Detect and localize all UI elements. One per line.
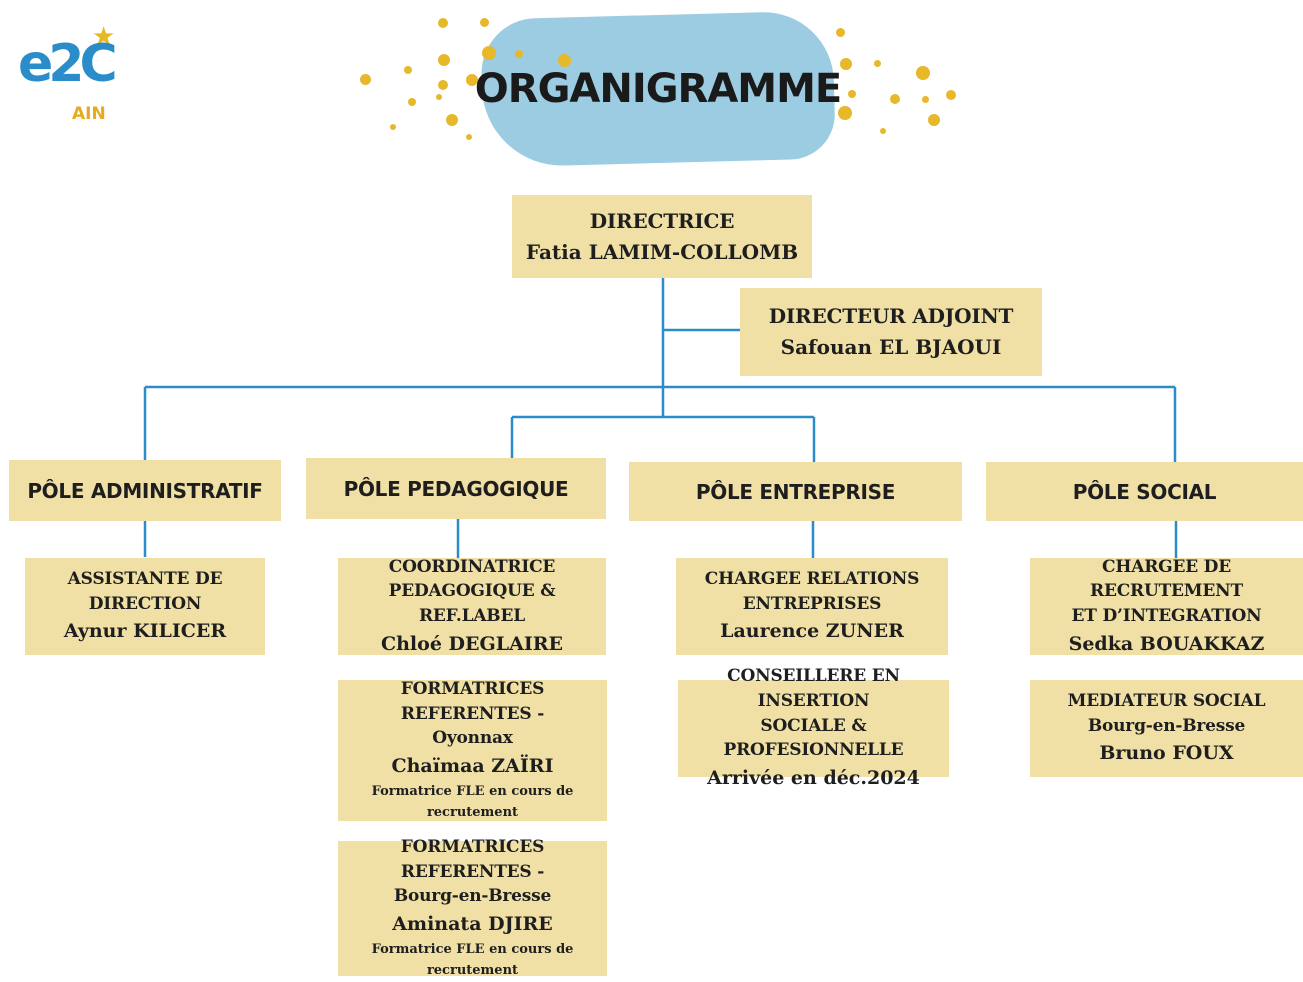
member-role: COORDINATRICE: [388, 556, 556, 577]
member-role: ENTREPRISES: [742, 593, 882, 614]
member-name: Chaïmaa ZAÏRI: [391, 754, 554, 777]
member-role: Bourg-en-Bresse: [1087, 715, 1246, 736]
member-card: CHARGEE RELATIONS ENTREPRISES Laurence Z…: [676, 558, 948, 655]
member-card: FORMATRICES REFERENTES - Oyonnax Chaïmaa…: [338, 678, 607, 821]
member-role: FORMATRICES REFERENTES -: [400, 836, 545, 882]
member-role: ASSISTANTE DE: [67, 569, 223, 590]
member-card: ASSISTANTE DE DIRECTION Aynur KILICER: [25, 558, 265, 655]
star-icon: ★: [92, 22, 116, 52]
page-title: ORGANIGRAMME: [474, 66, 842, 112]
member-role: CHARGEE RELATIONS: [704, 569, 920, 590]
member-name: Sedka BOUAKKAZ: [1068, 632, 1265, 655]
member-name: Bruno FOUX: [1099, 742, 1234, 765]
director-box: DIRECTRICE Fatia LAMIM-COLLOMB: [512, 195, 812, 278]
pole-administratif: PÔLE ADMINISTRATIF: [9, 460, 281, 521]
deputy-director-box: DIRECTEUR ADJOINT Safouan EL BJAOUI: [740, 288, 1042, 376]
member-role: MEDIATEUR SOCIAL: [1067, 691, 1266, 712]
director-name: Fatia LAMIM-COLLOMB: [525, 239, 799, 264]
member-name: Arrivée en déc.2024: [707, 767, 920, 790]
deputy-director-name: Safouan EL BJAOUI: [780, 335, 1002, 359]
member-name: Chloé DEGLAIRE: [381, 632, 563, 655]
deputy-director-role: DIRECTEUR ADJOINT: [768, 304, 1014, 328]
logo-region: AIN: [72, 104, 106, 124]
member-card: CHARGEE DE RECRUTEMENT ET D’INTEGRATION …: [1030, 556, 1303, 655]
member-card: CONSEILLERE EN INSERTION SOCIALE & PROFE…: [678, 666, 949, 789]
member-card: FORMATRICES REFERENTES - Bourg-en-Bresse…: [338, 837, 607, 978]
member-role: CONSEILLERE EN INSERTION: [727, 666, 900, 712]
pole-entreprise: PÔLE ENTREPRISE: [629, 462, 962, 521]
title-banner: ORGANIGRAMME: [360, 10, 960, 168]
member-note: recrutement: [426, 805, 519, 821]
member-note: Formatrice FLE en cours de: [371, 784, 574, 800]
member-role: DIRECTION: [88, 593, 202, 614]
director-role: DIRECTRICE: [589, 208, 735, 233]
member-role: PEDAGOGIQUE & REF.LABEL: [388, 581, 556, 627]
member-role: SOCIALE & PROFESIONNELLE: [723, 715, 904, 761]
member-card: MEDIATEUR SOCIAL Bourg-en-Bresse Bruno F…: [1030, 680, 1303, 777]
member-role: CHARGEE DE RECRUTEMENT: [1090, 556, 1243, 602]
member-card: COORDINATRICE PEDAGOGIQUE & REF.LABEL Ch…: [338, 556, 606, 655]
logo-brand: e2C: [18, 34, 118, 94]
member-name: Aminata DJIRE: [392, 912, 553, 935]
member-note: recrutement: [426, 963, 519, 979]
e2c-ain-logo: ★ e2C AIN: [14, 22, 124, 132]
member-role: FORMATRICES REFERENTES -: [400, 678, 545, 724]
member-name: Aynur KILICER: [63, 620, 227, 643]
member-name: Laurence ZUNER: [720, 620, 904, 643]
pole-pedagogique: PÔLE PEDAGOGIQUE: [306, 458, 606, 519]
member-role: ET D’INTEGRATION: [1071, 606, 1262, 627]
pole-social: PÔLE SOCIAL: [986, 462, 1303, 521]
member-role: Bourg-en-Bresse: [393, 886, 552, 907]
member-role: Oyonnax: [432, 728, 513, 749]
member-note: Formatrice FLE en cours de: [371, 942, 574, 958]
